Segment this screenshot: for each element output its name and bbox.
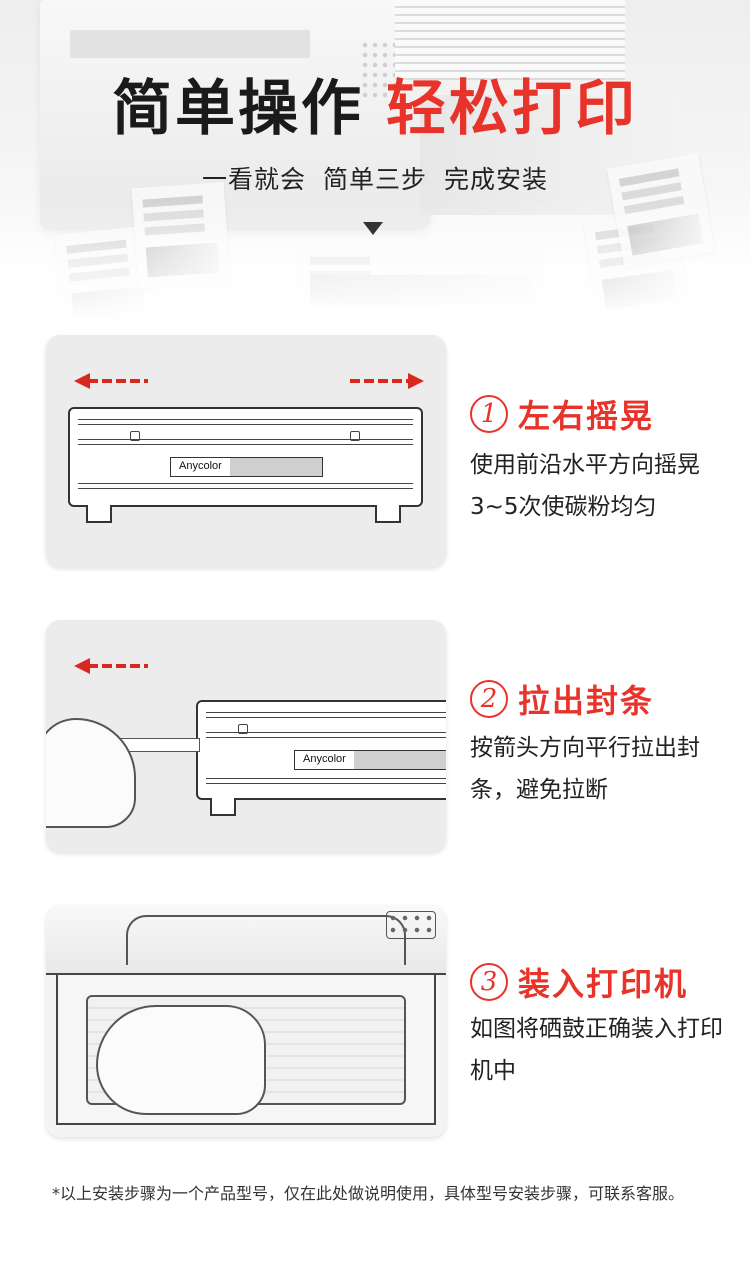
arrow-left-icon xyxy=(74,373,174,389)
step-description: 按箭头方向平行拉出封条，避免拉断 xyxy=(470,735,700,803)
page-subtitle: 一看就会 简单三步 完成安装 xyxy=(202,165,548,194)
page-title: 简单操作轻松打印 xyxy=(0,74,750,144)
step-number-badge: 1 xyxy=(470,395,508,433)
step-3-image xyxy=(46,905,446,1137)
step-description: 使用前沿水平方向摇晃3~5次使碳粉均匀 xyxy=(470,452,700,520)
hero-fade xyxy=(0,200,750,320)
step-number-badge: 3 xyxy=(470,963,508,1001)
printer-control-panel xyxy=(386,911,436,939)
paper-stack-illustration xyxy=(395,0,625,80)
hand-illustration xyxy=(46,718,136,828)
printer-background-illustration xyxy=(40,0,430,230)
step-title: 装入打印机 xyxy=(518,965,689,1003)
step-1-image: Anycolor xyxy=(46,335,446,567)
arrow-left-icon xyxy=(74,658,174,674)
printer-install-illustration xyxy=(46,905,446,1137)
arrow-right-icon xyxy=(324,373,424,389)
printer-tray xyxy=(70,30,310,58)
step-title: 左右摇晃 xyxy=(518,397,655,435)
step-2-image: Anycolor xyxy=(46,620,446,852)
toner-cartridge-illustration: Anycolor xyxy=(196,700,446,816)
hand-illustration xyxy=(96,1005,266,1115)
step-title: 拉出封条 xyxy=(518,682,655,720)
step-description: 如图将硒鼓正确装入打印机中 xyxy=(470,1016,723,1084)
brand-text: Anycolor xyxy=(179,460,222,472)
title-red-text: 轻松打印 xyxy=(386,74,638,144)
cartridge-brand-label: Anycolor xyxy=(294,750,446,770)
triangle-down-icon xyxy=(363,222,383,235)
step-3-heading: 3 装入打印机 xyxy=(470,959,688,1005)
footnote: *以上安装步骤为一个产品型号，仅在此处做说明使用，具体型号安装步骤，可联系客服。 xyxy=(52,1184,685,1203)
brand-text: Anycolor xyxy=(303,753,346,765)
step-1-heading: 1 左右摇晃 xyxy=(470,391,654,437)
title-dark-text: 简单操作 xyxy=(112,74,364,144)
hero-banner xyxy=(0,0,750,320)
cartridge-brand-label: Anycolor xyxy=(170,457,323,477)
toner-cartridge-illustration: Anycolor xyxy=(68,407,423,523)
step-number-badge: 2 xyxy=(470,680,508,718)
step-2-heading: 2 拉出封条 xyxy=(470,676,654,722)
printer-panel xyxy=(360,40,400,100)
